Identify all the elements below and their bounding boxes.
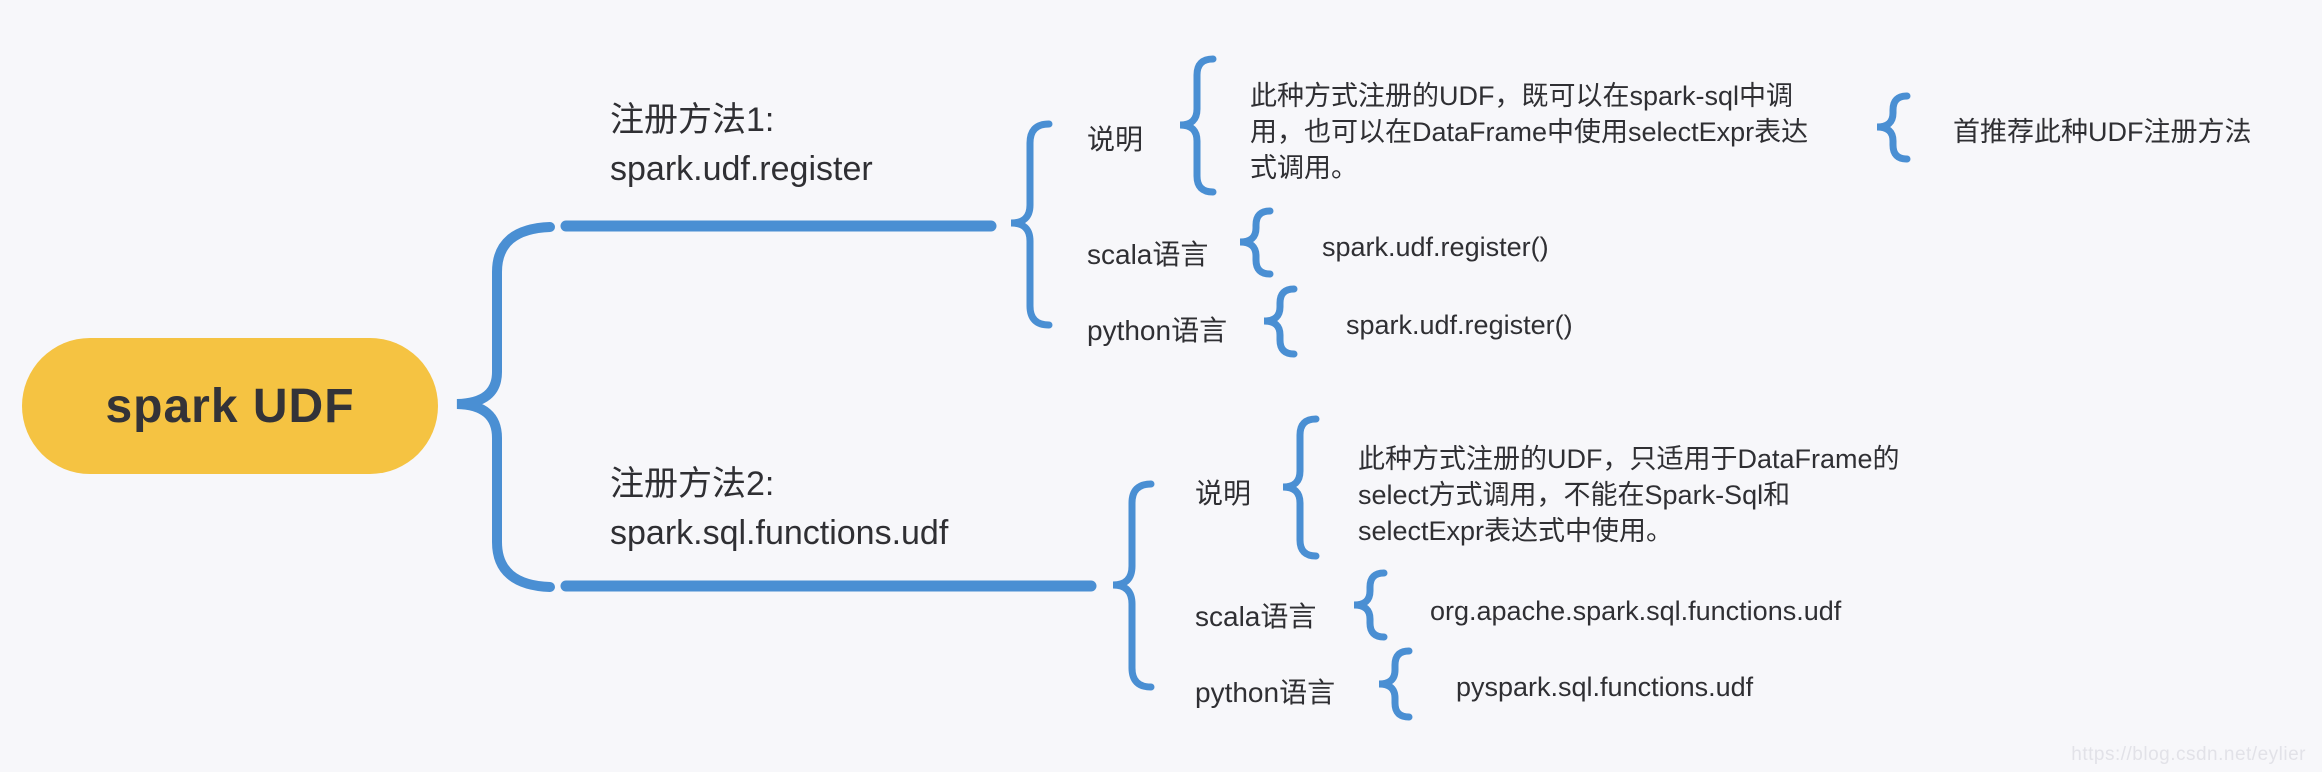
branch-1-title-line-1: 注册方法1: <box>610 101 775 139</box>
branch-1-scala-brace <box>1239 207 1274 278</box>
branch-2-desc-brace <box>1282 415 1320 560</box>
branch-2-scala-value: org.apache.spark.sql.functions.udf <box>1430 596 1842 626</box>
branch-2-title-line-1: 注册方法2: <box>610 465 775 503</box>
branch-1-note-label: 首推荐此种UDF注册方法 <box>1953 117 2252 147</box>
branch-2-scala-label: scala语言 <box>1195 601 1317 632</box>
branch-1-python-value: spark.udf.register() <box>1346 310 1573 340</box>
branch-2-desc-paragraph: 此种方式注册的UDF，只适用于DataFrame的 select方式调用，不能在… <box>1358 441 1900 549</box>
branch-2-scala-brace <box>1353 569 1388 641</box>
branch-2-title-line-2: spark.sql.functions.udf <box>610 514 949 552</box>
branch-2-desc-line-3: selectExpr表达式中使用。 <box>1358 516 1674 546</box>
branch-1-desc-brace <box>1179 55 1217 196</box>
branch-1-children-brace <box>1010 120 1053 329</box>
branch-2-python-label: python语言 <box>1195 677 1336 708</box>
branch-2-desc-line-2: select方式调用，不能在Spark-Sql和 <box>1358 480 1791 510</box>
branch-1-scala-value: spark.udf.register() <box>1322 232 1549 262</box>
branch-1-title-line-2: spark.udf.register <box>610 150 873 188</box>
branch-1-desc-line-2: 用，也可以在DataFrame中使用selectExpr表达 <box>1250 117 1809 147</box>
branch-1-python-label: python语言 <box>1087 315 1228 346</box>
root-brace-connector <box>456 222 555 592</box>
root-node: spark UDF <box>22 338 438 474</box>
watermark: https://blog.csdn.net/eylier <box>2071 744 2306 765</box>
branch-1-desc-line-3: 式调用。 <box>1250 153 1358 183</box>
branch-1-desc-label: 说明 <box>1087 124 1144 155</box>
branch-1-desc-paragraph: 此种方式注册的UDF，既可以在spark-sql中调 用，也可以在DataFra… <box>1250 78 1808 186</box>
branch-2-desc-line-1: 此种方式注册的UDF，只适用于DataFrame的 <box>1358 444 1900 474</box>
branch-2-python-value: pyspark.sql.functions.udf <box>1456 672 1754 702</box>
branch-1-python-brace <box>1263 285 1298 358</box>
branch-1-title: 注册方法1: spark.udf.register <box>610 96 873 194</box>
branch-2-title: 注册方法2: spark.sql.functions.udf <box>610 460 948 558</box>
branch-1-scala-label: scala语言 <box>1087 239 1209 270</box>
branch-2-children-brace <box>1112 480 1155 691</box>
branch-1-note-brace <box>1876 92 1911 163</box>
root-node-label: spark UDF <box>105 379 355 433</box>
branch-2-python-brace <box>1378 647 1413 721</box>
branch-2-desc-label: 说明 <box>1195 478 1252 509</box>
branch-1-desc-line-1: 此种方式注册的UDF，既可以在spark-sql中调 <box>1250 81 1794 111</box>
